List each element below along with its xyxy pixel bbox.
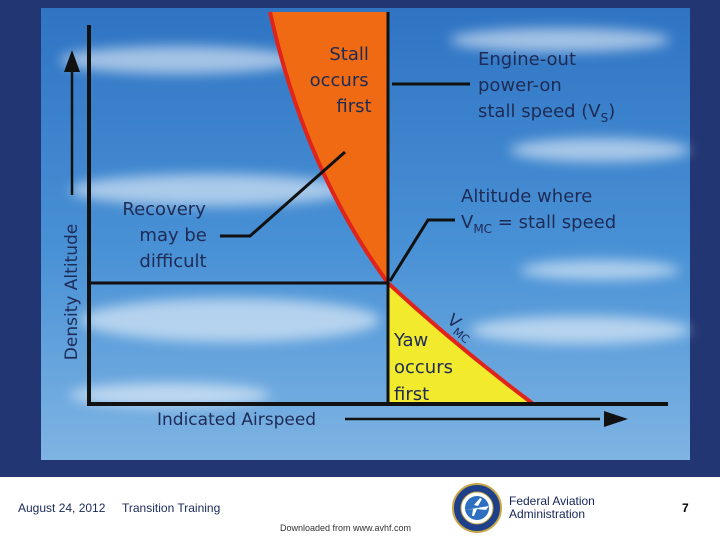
recovery-line-2: may be [139, 225, 206, 246]
stall-region-label: Stall occurs first [310, 44, 375, 117]
altitude-where-line-1: Altitude where [461, 186, 592, 207]
altitude-where-label: Altitude where VMC = stall speed [461, 186, 616, 236]
recovery-label: Recovery may be difficult [122, 199, 212, 272]
altitude-where-line-2: VMC = stall speed [461, 212, 616, 236]
yaw-line-2: occurs [394, 357, 453, 378]
x-axis-label: Indicated Airspeed [157, 410, 316, 430]
yaw-line-1: Yaw [393, 330, 428, 351]
footer-date: August 24, 2012 [18, 501, 106, 515]
footer-source: Downloaded from www.avhf.com [280, 523, 412, 533]
x-axis-arrow-head [604, 411, 628, 427]
stall-region [270, 12, 388, 283]
footer-agency: Federal Aviation Administration [509, 495, 595, 521]
engine-out-subscript: S [601, 111, 609, 125]
y-axis-arrow-head [64, 50, 80, 72]
engine-out-line-3a: stall speed (V [478, 101, 601, 122]
engine-out-label: Engine-out power-on stall speed (VS) [478, 49, 615, 125]
altitude-where-rest: = stall speed [492, 212, 616, 233]
clouds [60, 28, 690, 407]
recovery-line-1: Recovery [122, 199, 206, 220]
vmc-curve [268, 11, 534, 405]
footer-divider [0, 475, 720, 477]
vmc-stall-diagram: Stall occurs first Yaw occurs first Engi… [41, 8, 690, 460]
slide-content: Stall occurs first Yaw occurs first Engi… [41, 8, 690, 460]
engine-out-close: ) [608, 101, 615, 122]
stall-line-3: first [336, 96, 371, 117]
engine-out-line-3: stall speed (VS) [478, 101, 615, 125]
footer-agency-line-1: Federal Aviation [509, 494, 595, 508]
altitude-where-subscript: MC [473, 222, 492, 236]
yaw-region-label: Yaw occurs first [393, 330, 459, 405]
page-number: 7 [682, 501, 689, 515]
altitude-where-v: V [461, 212, 474, 233]
altitude-where-leader [388, 218, 455, 282]
stall-line-1: Stall [329, 44, 369, 65]
yaw-line-3: first [394, 384, 429, 405]
stall-line-2: occurs [310, 70, 369, 91]
recovery-line-3: difficult [139, 251, 206, 272]
engine-out-line-2: power-on [478, 75, 562, 96]
footer-course-title: Transition Training [122, 501, 221, 515]
engine-out-line-1: Engine-out [478, 49, 576, 70]
recovery-leader [220, 150, 346, 238]
slide-footer: August 24, 2012 Transition Training Fede… [0, 475, 720, 540]
faa-seal-icon [452, 483, 502, 533]
footer-agency-line-2: Administration [509, 507, 586, 521]
yaw-region [388, 283, 532, 403]
y-axis-label: Density Altitude [62, 224, 82, 360]
